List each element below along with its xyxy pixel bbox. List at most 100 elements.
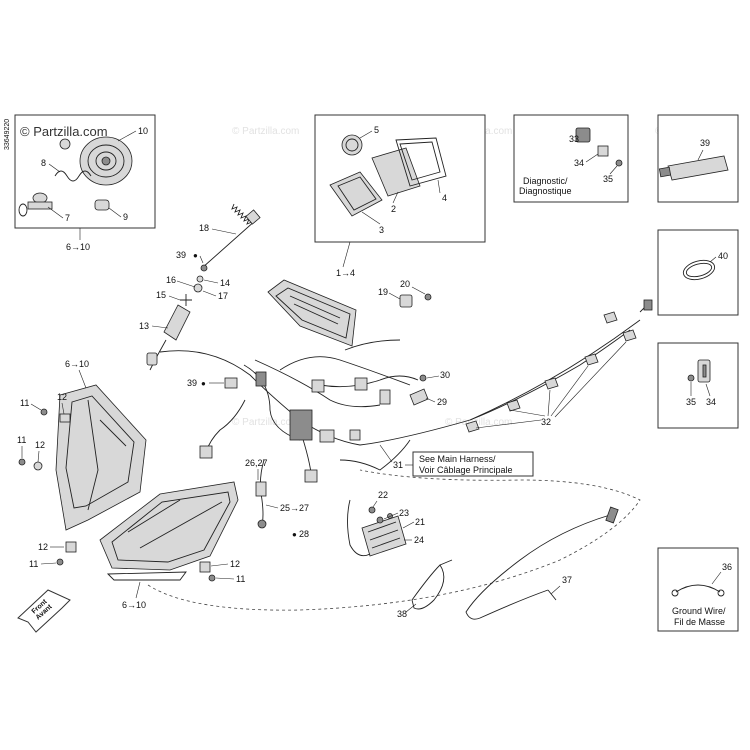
screw xyxy=(208,574,216,582)
gauge-base xyxy=(329,171,383,217)
regulator xyxy=(361,515,407,557)
relay-assembly: 19 20 xyxy=(378,279,432,308)
callout-16: 16 xyxy=(166,275,176,285)
callout-13: 13 xyxy=(139,321,149,331)
connector xyxy=(311,379,325,393)
spring xyxy=(201,219,257,269)
headlight-left: 6→10 11 12 11 12 xyxy=(17,359,147,531)
connector xyxy=(354,377,368,391)
callout-14: 14 xyxy=(220,278,230,288)
box-grease-tube: 39 xyxy=(657,114,739,203)
callout-6-10-left: 6→10 xyxy=(65,359,89,369)
callout-18: 18 xyxy=(199,223,209,233)
bulb xyxy=(18,192,53,217)
connector xyxy=(199,445,213,459)
front-arrow: Front Avant xyxy=(17,589,71,633)
harness-clip xyxy=(465,420,480,433)
gauge-lens xyxy=(371,147,421,197)
ground-wire-label-fr: Fil de Masse xyxy=(674,617,725,627)
callout-4: 4 xyxy=(442,193,447,203)
callout-17: 17 xyxy=(218,291,228,301)
connector xyxy=(304,469,318,483)
callout-1-4: 1→4 xyxy=(336,268,355,278)
connector xyxy=(379,389,391,405)
svg-text:●: ● xyxy=(201,379,206,388)
clip xyxy=(33,461,43,471)
svg-text:●: ● xyxy=(193,251,198,260)
callout-12-c: 12 xyxy=(38,542,48,552)
connector xyxy=(255,481,267,497)
box-diagnostic: 33 34 35 Diagnostic/ Diagnostique xyxy=(513,114,629,203)
callout-19: 19 xyxy=(378,287,388,297)
callout-11-c: 11 xyxy=(29,559,38,569)
headlight-right: 6→10 12 11 12 11 xyxy=(29,481,245,610)
callout-34-b: 34 xyxy=(706,397,716,407)
harness-clip xyxy=(506,399,521,412)
box-headlight-bulb: © Partzilla.com 10 8 7 9 xyxy=(14,114,156,229)
callout-10: 10 xyxy=(138,126,148,136)
screw xyxy=(615,159,623,167)
gauge-housing xyxy=(395,137,447,187)
connector xyxy=(319,429,335,443)
callout-12-a: 12 xyxy=(57,392,67,402)
harness-clip xyxy=(622,329,637,342)
box-ground-wire: 36 Ground Wire/ Fil de Masse xyxy=(657,547,739,632)
see-main-harness-label: See Main Harness/ xyxy=(419,454,496,464)
callout-30: 30 xyxy=(440,370,450,380)
gauge xyxy=(341,134,363,156)
callout-25-27: 25→27 xyxy=(280,503,309,513)
callout-32: 32 xyxy=(541,417,551,427)
watermark-main: © Partzilla.com xyxy=(20,124,108,139)
cluster-housing xyxy=(267,279,357,347)
callout-22: 22 xyxy=(378,490,388,500)
harness-clip xyxy=(544,377,559,390)
callout-33: 33 xyxy=(569,134,579,144)
callout-21: 21 xyxy=(415,517,425,527)
wire-38: 38 xyxy=(397,559,453,619)
callout-39-b: 39 xyxy=(176,250,186,260)
bulb-socket xyxy=(94,199,110,211)
diagram-code: 33649220 xyxy=(4,119,11,150)
callout-12-b: 12 xyxy=(35,440,45,450)
see-main-harness-note: See Main Harness/ Voir Câblage Principal… xyxy=(379,444,534,477)
callout-24: 24 xyxy=(414,535,424,545)
cable-tie xyxy=(682,259,716,281)
callout-11-b: 11 xyxy=(17,435,26,445)
diagnostic-cap xyxy=(597,145,609,157)
callout-11-a: 11 xyxy=(20,398,29,408)
screw xyxy=(40,408,48,416)
callout-12-d: 12 xyxy=(230,559,240,569)
connector xyxy=(224,377,238,389)
relay xyxy=(399,294,413,308)
callout-2: 2 xyxy=(391,204,396,214)
callout-20: 20 xyxy=(400,279,410,289)
svg-text:●: ● xyxy=(292,530,297,539)
switch-assembly: 30 29 xyxy=(409,370,450,407)
callout-8: 8 xyxy=(41,158,46,168)
voltage-regulator: 22 23 21 24 xyxy=(347,490,425,557)
callout-5: 5 xyxy=(374,125,379,135)
watermark: © Partzilla.com xyxy=(232,126,299,137)
box-clip: 35 34 xyxy=(657,342,739,429)
callout-38: 38 xyxy=(397,609,407,619)
callout-36: 36 xyxy=(722,562,732,572)
diagnostic-connector xyxy=(575,127,591,143)
callout-37: 37 xyxy=(562,575,572,585)
spring-clip xyxy=(54,170,92,182)
see-main-harness-label-fr: Voir Câblage Principale xyxy=(419,465,513,475)
cable-37: 37 xyxy=(465,506,619,620)
box-cable-tie: 40 xyxy=(657,229,739,316)
callout-7: 7 xyxy=(65,213,70,223)
callout-26-27: 26,27 xyxy=(245,458,268,468)
callout-29: 29 xyxy=(437,397,447,407)
callout-40: 40 xyxy=(718,251,728,261)
callout-35-b: 35 xyxy=(686,397,696,407)
ground-wire-label: Ground Wire/ xyxy=(672,606,726,616)
harness-clip xyxy=(603,311,618,324)
connector xyxy=(349,429,361,441)
connector xyxy=(255,371,267,387)
callout-6-10-top: 6→10 xyxy=(66,242,90,252)
callout-39: 39 xyxy=(700,138,710,148)
callout-31: 31 xyxy=(393,460,403,470)
